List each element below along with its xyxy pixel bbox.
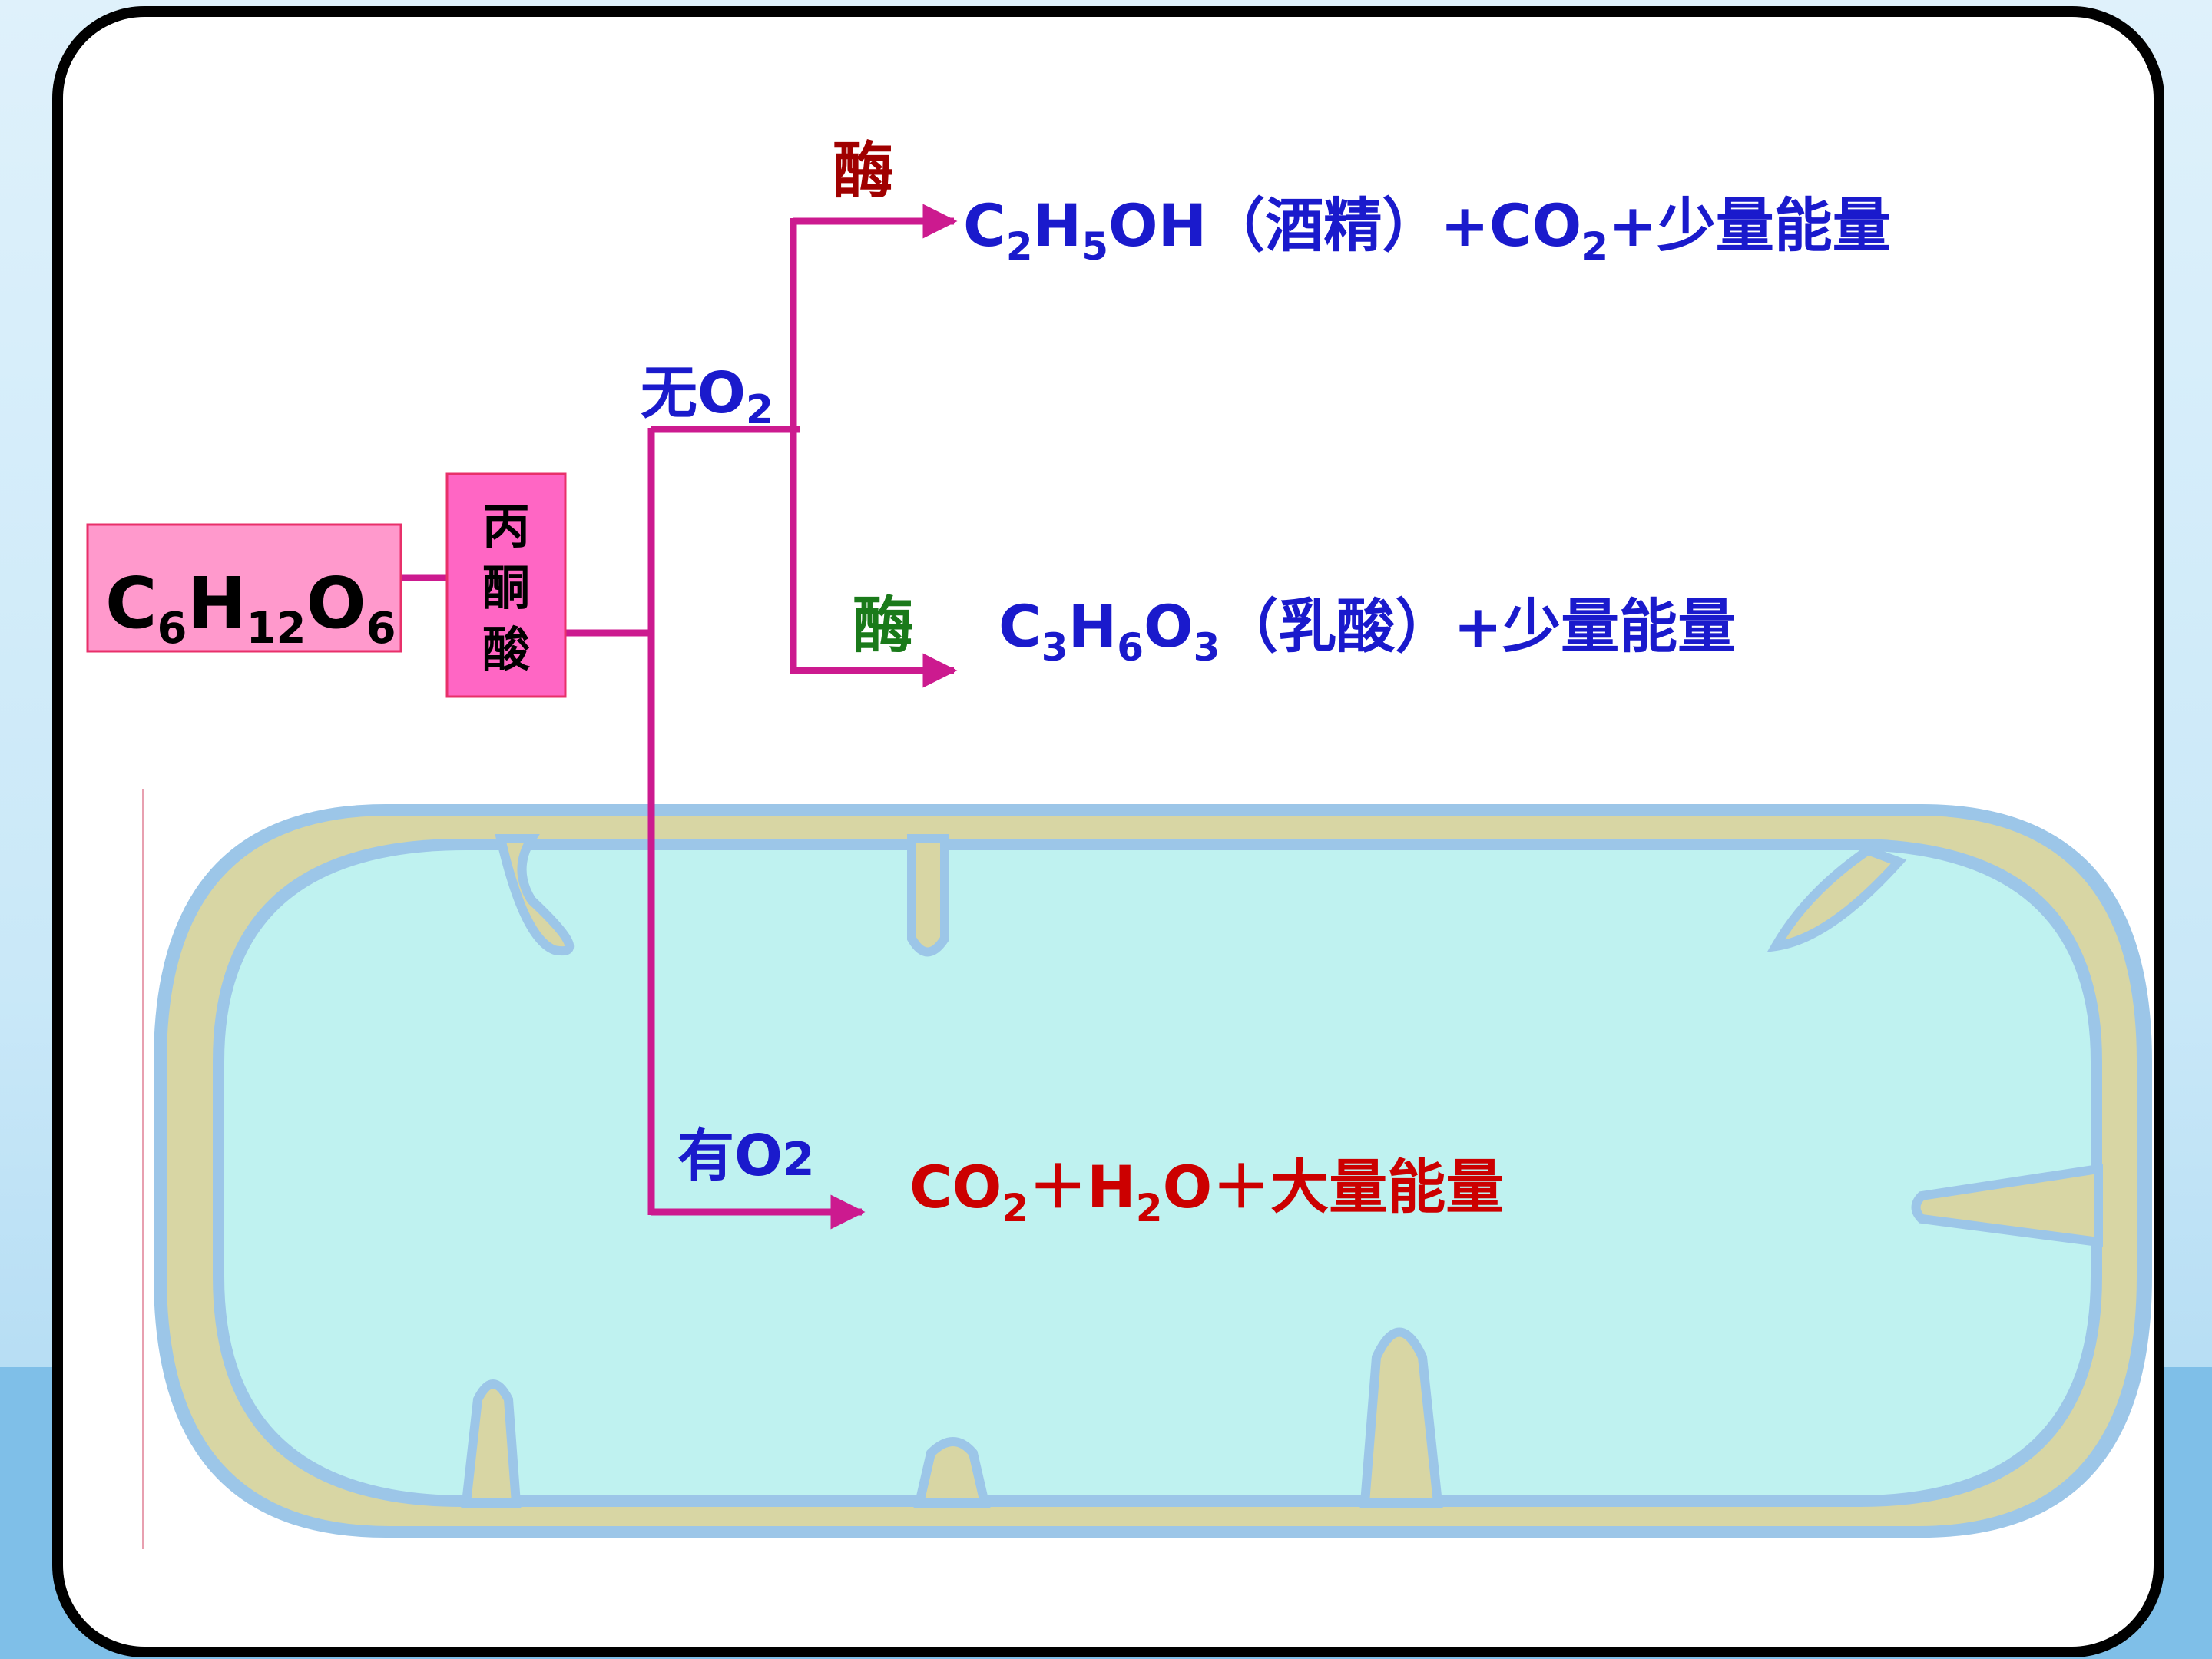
pyruvate-label-line3: 酸 [482, 621, 531, 677]
aerobic-label: 有O2 [677, 1123, 815, 1189]
mito-crista [1767, 845, 1907, 952]
mito-crista [1359, 1327, 1443, 1508]
product-alcohol: C2H5OH（酒精）+CO2+少量能量 [963, 191, 1891, 269]
enzyme-label-mid: 酶 [853, 590, 914, 661]
pyruvate-box: 丙 酮 酸 [445, 472, 567, 698]
mito-crista [913, 1437, 991, 1508]
product-lactic-acid: C3H6O3（乳酸）+少量能量 [998, 592, 1736, 670]
pathway-lines [401, 204, 958, 1230]
mito-crista [461, 1379, 522, 1508]
mito-crista [907, 834, 949, 957]
mitochondrion [154, 804, 2152, 1538]
mito-matrix [224, 850, 2091, 1495]
enzyme-label-top: 酶 [833, 135, 894, 207]
glucose-formula: C6H12O6 [105, 562, 396, 654]
slide-frame: C6H12O6 丙 酮 酸 无O2 有O2 酶 酶 C2H5OH（酒精）+CO2… [52, 6, 2164, 1657]
mito-crista [495, 834, 575, 956]
respiration-diagram: C6H12O6 丙 酮 酸 无O2 有O2 酶 酶 C2H5OH（酒精）+CO2… [86, 135, 2152, 1549]
pyruvate-label-line2: 酮 [482, 560, 530, 616]
pyruvate-label-line1: 丙 [482, 498, 530, 555]
anaerobic-label: 无O2 [641, 360, 773, 433]
glucose-box: C6H12O6 [86, 523, 402, 654]
product-aerobic: CO2＋H2O＋大量能量 [909, 1153, 1504, 1230]
mito-crista [1911, 1164, 2103, 1247]
